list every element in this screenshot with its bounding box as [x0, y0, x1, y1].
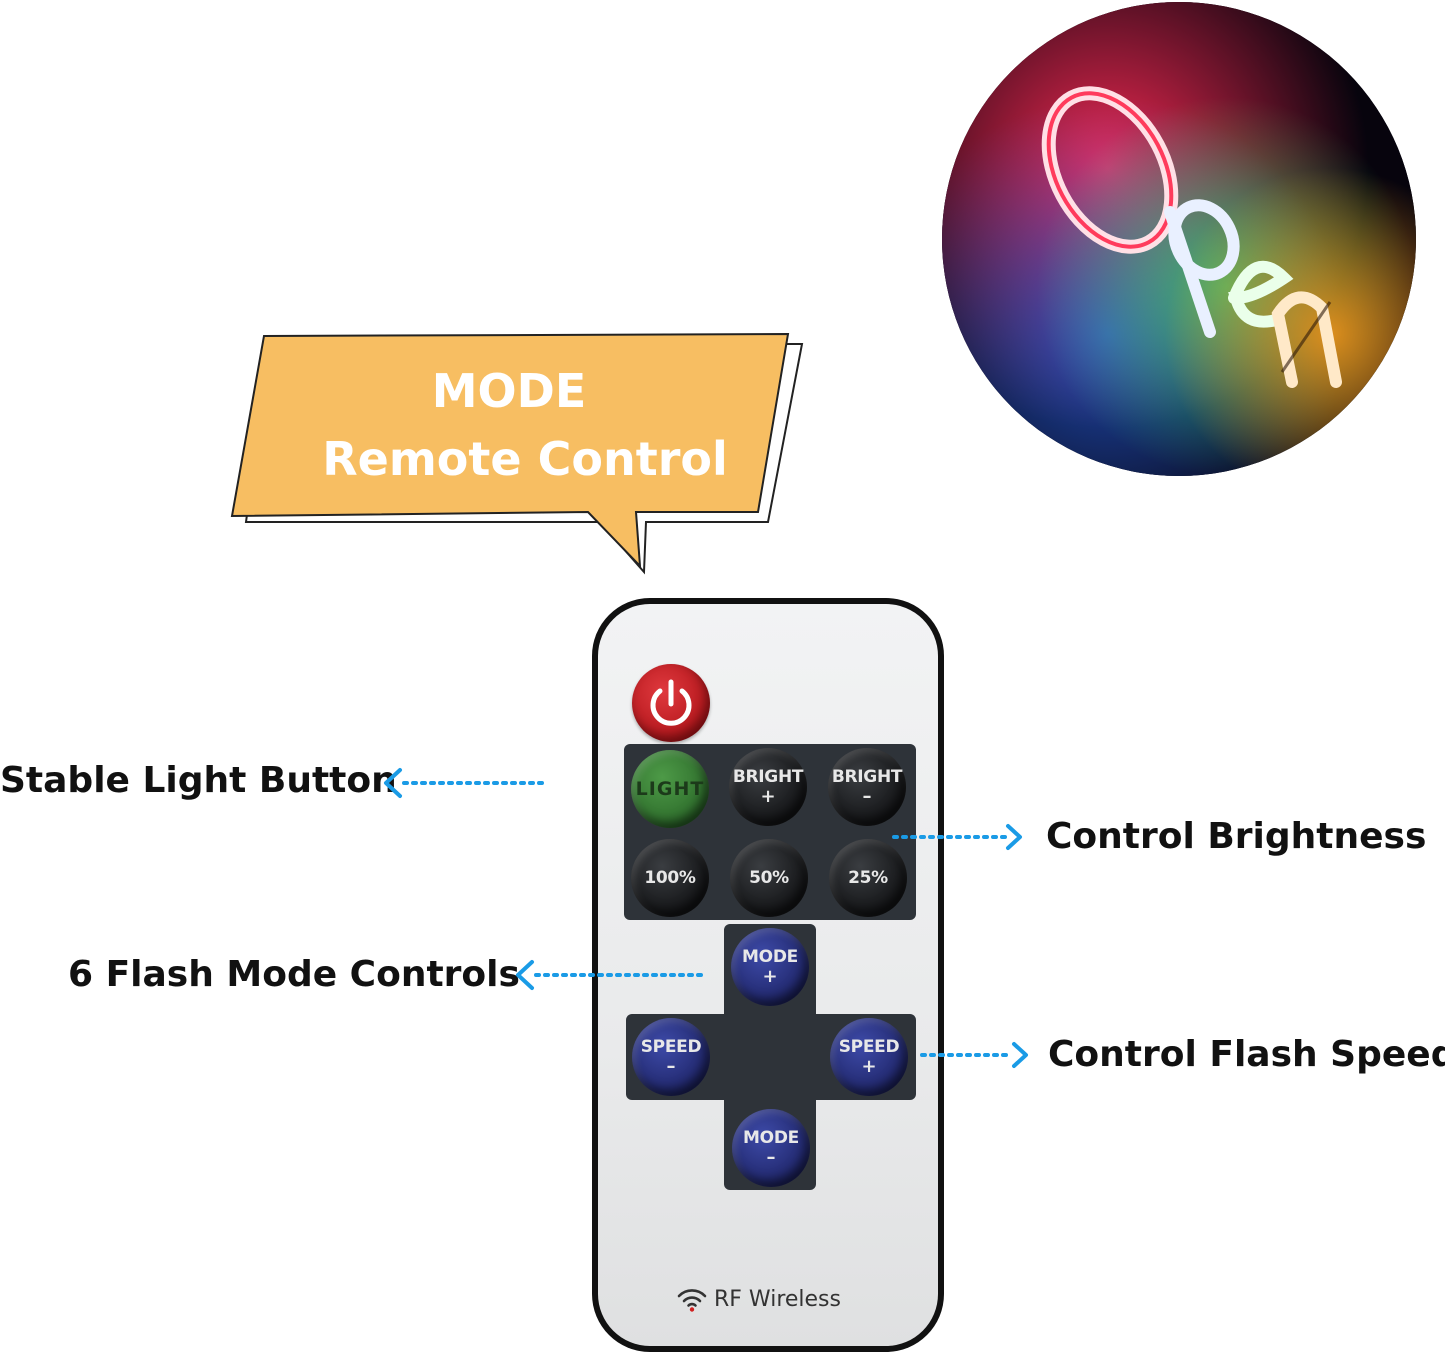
speed-plus-sign: +	[861, 1055, 877, 1077]
annotation-control-flash-speed: Control Flash Speed	[1048, 1034, 1445, 1075]
power-button[interactable]	[632, 664, 710, 742]
brightness-50-button[interactable]: 50%	[730, 839, 808, 917]
arrow-right-icon	[892, 824, 1022, 850]
mode-minus-button[interactable]: MODE –	[732, 1109, 810, 1187]
rf-wireless-badge: RF Wireless	[676, 1286, 841, 1312]
power-icon	[650, 679, 692, 726]
bright-plus-button[interactable]: BRIGHT +	[729, 748, 807, 826]
annotation-control-brightness: Control Brightness	[1046, 816, 1427, 857]
speed-minus-button[interactable]: SPEED –	[632, 1018, 710, 1096]
arrow-left-icon	[384, 768, 550, 798]
neon-open-sign-image	[942, 2, 1416, 476]
speed-plus-button[interactable]: SPEED +	[830, 1018, 908, 1096]
arrow-left-icon	[516, 960, 708, 990]
brightness-25-label: 25%	[848, 867, 888, 888]
annotation-stable-light-button: Stable Light Button	[0, 760, 397, 801]
light-button[interactable]: LIGHT	[631, 750, 709, 828]
bright-minus-button[interactable]: BRIGHT –	[828, 748, 906, 826]
callout-bubble	[230, 332, 804, 575]
brightness-25-button[interactable]: 25%	[829, 839, 907, 917]
wifi-icon	[677, 1289, 707, 1312]
rf-wireless-label: RF Wireless	[714, 1286, 841, 1312]
mode-minus-label: MODE	[743, 1127, 799, 1148]
bubble-title-remote-control: Remote Control	[322, 432, 728, 486]
mode-plus-sign: +	[762, 965, 778, 987]
mode-plus-button[interactable]: MODE +	[731, 928, 809, 1006]
brightness-100-label: 100%	[644, 867, 696, 888]
arrow-right-icon	[920, 1042, 1028, 1068]
speed-plus-label: SPEED	[838, 1036, 900, 1057]
speed-minus-sign: –	[666, 1055, 676, 1077]
speed-minus-label: SPEED	[640, 1036, 702, 1057]
mode-plus-label: MODE	[742, 946, 798, 967]
mode-minus-sign: –	[766, 1146, 776, 1168]
bright-minus-label: BRIGHT	[831, 766, 903, 787]
light-button-label: LIGHT	[635, 777, 705, 800]
annotation-flash-mode-controls: 6 Flash Mode Controls	[68, 954, 520, 995]
bright-plus-label: BRIGHT	[732, 766, 804, 787]
bright-minus-sign: –	[862, 785, 872, 807]
brightness-50-label: 50%	[749, 867, 789, 888]
bubble-title-mode: MODE	[431, 364, 587, 418]
bright-plus-sign: +	[760, 785, 776, 807]
brightness-100-button[interactable]: 100%	[631, 839, 709, 917]
